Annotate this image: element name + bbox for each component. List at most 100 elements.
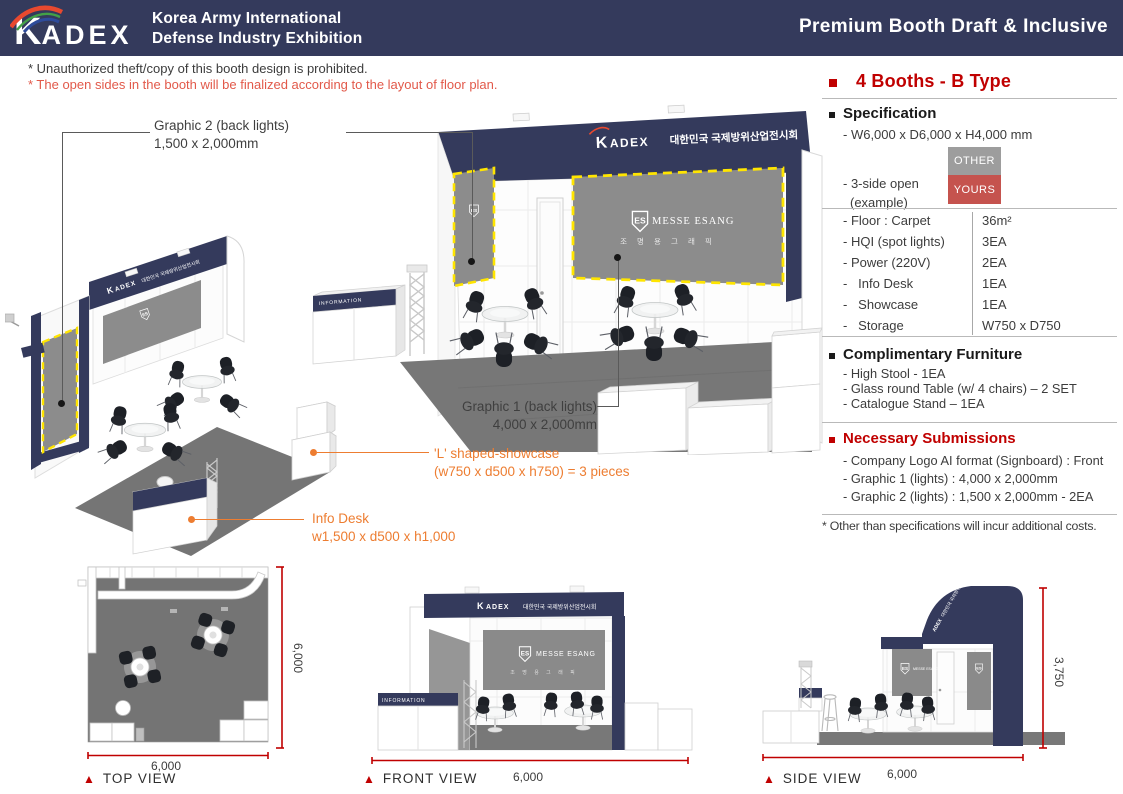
exhibition-title-line1: Korea Army International [152,10,342,27]
divider [822,98,1117,99]
spec-row: - HQI (spot lights) 3EA [843,231,1117,252]
annotation-showcase-line1: 'L' shaped-showcase [434,446,560,461]
signboard-fascia [424,592,624,618]
spotlight-mount [464,586,480,594]
kadex-swoosh-icon [10,5,64,33]
other-swatch: OTHER [948,147,1001,175]
l-showcase [291,401,337,481]
footnote: * Other than specifications will incur a… [822,519,1097,533]
plan-left-wall [87,566,97,654]
leader-line [618,258,619,407]
specification-heading: Specification [843,105,937,122]
spec-value: 3EA [982,234,1007,249]
graphic2-panel-side [967,652,991,710]
other-label: OTHER [954,155,995,167]
signboard-swoosh-icon [588,126,610,135]
spotlight-head [5,313,15,323]
catalogue-stand [406,264,428,356]
leader-dot [468,258,475,265]
leader-line [472,132,473,260]
annotation-graphic1-line2: 4,000 x 2,000mm [492,416,597,432]
yours-swatch: YOURS [948,175,1001,204]
leader-line [192,519,304,520]
furniture-heading: Complimentary Furniture [843,346,1023,363]
information-label: INFORMATION [382,698,425,704]
divider [822,514,1117,515]
top-width-dim: 6,000 [151,759,181,773]
annotation-showcase-line2: (w750 x d500 x h750) = 3 pieces [434,463,630,479]
table-divider [972,212,973,335]
leader-line [346,132,472,133]
spec-row: - Power (220V) 2EA [843,252,1117,273]
spec-row: - Storage W750 x D750 [843,315,1117,336]
spec-label: - Power (220V) [843,255,931,270]
wall-edge-strip [31,312,41,470]
graphic1-panel-back [103,280,201,364]
triangle-marker-icon: ▲ [83,771,96,786]
front-view-drawing: K ADEX 대한민국 국제방위산업전시회 MESSE ESANG 조 명 용 … [371,585,693,784]
catalogue-stand [798,660,813,709]
signboard-fascia [89,236,227,310]
graphic1-panel-highlighted [571,166,785,287]
canopy-band [881,637,923,649]
booth-rendering-perspective: K ADEX 대한민국 국제방위산업전시회 [5,235,337,556]
signboard-adex: ADEX [610,135,650,151]
spotlight-mount [512,112,530,122]
spec-value: 1EA [982,297,1007,312]
esang-wordmark: MESSE ESANG [652,216,734,227]
leader-dot [58,400,65,407]
plan-back-wall [87,566,269,579]
yours-label: YOURS [953,183,996,196]
esang-korean-sub: 조 명 용 그 래 픽 [620,236,716,246]
wall-edge-strip [35,440,85,464]
graphic2-panel-highlighted [452,166,496,288]
side-view-drawing: ADEX 대한민국 국제방위산업전시회 MESSE ESANG [762,580,1065,781]
side-view-label: ▲ SIDE VIEW [763,771,862,786]
spec-label: - Storage [843,318,904,333]
annotation-graphic1-line1: Graphic 1 (back lights) [461,399,597,414]
notice-open-sides: * The open sides in the booth will be fi… [28,77,498,92]
dimension-bracket [87,566,284,759]
submission-item: - Company Logo AI format (Signboard) : F… [843,453,1104,468]
front-view-label-text: FRONT VIEW [382,771,478,786]
storage-door [536,197,564,359]
bullet-icon [829,437,835,443]
door-handle [540,291,544,295]
spotlight-mount [176,247,191,258]
notice-copyright: * Unauthorized theft/copy of this booth … [28,61,368,76]
table-set-plan [118,645,162,689]
info-desk-plan [111,722,135,742]
graphic2-panel-highlighted [41,326,79,454]
annotation-graphic2: Graphic 2 (back lights) 1,500 x 2,000mm [154,117,289,152]
svg-text:ADEX: ADEX [486,604,509,611]
annotation-graphic1: Graphic 1 (back lights) 4,000 x 2,000mm [450,398,597,433]
signboard-fascia [438,111,812,182]
spec-value: 36m² [982,213,1012,228]
page-title: Premium Booth Draft & Inclusive [798,16,1108,37]
catalogue-stand [463,680,477,748]
spec-open-line1: - 3-side open [843,176,919,191]
exhibition-title: Korea Army International Defense Industr… [152,9,362,49]
bullet-icon [829,79,837,87]
leader-line [597,406,619,407]
svg-text:K: K [105,284,115,296]
curved-hood-column [922,586,1023,746]
info-desk [132,477,219,555]
submission-item: - Graphic 1 (lights) : 4,000 x 2,000mm [843,471,1058,486]
esang-wordmark-mini: MESSE ESANG [913,667,939,671]
hanging-spotlight [221,607,228,611]
high-stool-plan [115,700,131,716]
info-desk: INFORMATION [312,284,406,365]
showcase [624,702,693,751]
top-view-label-text: TOP VIEW [102,771,177,786]
info-desk: INFORMATION [377,693,459,751]
front-view-label: ▲ FRONT VIEW [363,771,477,786]
info-desk [762,688,823,744]
side-height-dim: 3,750 [1052,657,1065,687]
kadex-mini-sign [21,342,45,358]
spec-dimension: - W6,000 x D6,000 x H4,000 mm [843,127,1033,142]
spec-row: - Showcase 1EA [843,294,1117,315]
spec-label: - HQI (spot lights) [843,234,945,249]
graphic1-panel-side [892,649,932,696]
spec-value: 2EA [982,255,1007,270]
